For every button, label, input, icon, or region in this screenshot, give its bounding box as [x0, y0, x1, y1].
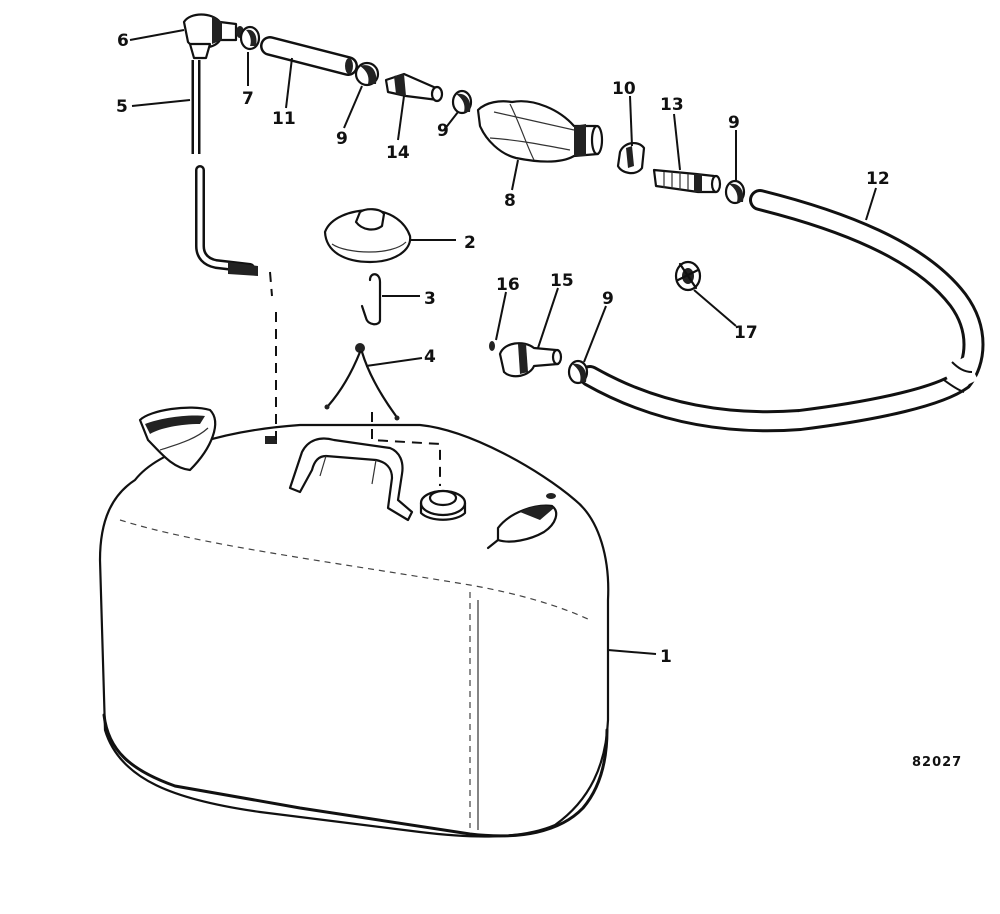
hose-connector [384, 72, 444, 103]
primer-bulb [476, 100, 604, 163]
callout-11: 11 [272, 109, 296, 129]
hose-clamp-9b [451, 89, 473, 115]
callout-6: 6 [117, 31, 129, 51]
filler-cap [323, 208, 412, 264]
callout-9a: 9 [336, 129, 348, 149]
hose-clamp-9c [724, 179, 746, 205]
tank-connector [498, 342, 563, 378]
assembly-guide-lines [269, 271, 441, 486]
callout-1: 1 [660, 647, 672, 667]
hose-fitting [652, 168, 722, 194]
callout-9d: 9 [602, 289, 614, 309]
retaining-hook [360, 273, 382, 326]
callout-4: 4 [424, 347, 436, 367]
o-ring [489, 341, 495, 351]
callout-5: 5 [116, 97, 128, 117]
hose-clamp-7 [239, 25, 261, 51]
callout-17: 17 [734, 323, 758, 343]
callout-7: 7 [242, 89, 254, 109]
leader-lines [129, 29, 877, 655]
hose-clamp-9a [354, 61, 380, 87]
callout-2: 2 [464, 233, 476, 253]
spring-clip [674, 260, 702, 292]
main-fuel-hose [579, 189, 985, 433]
callout-10: 10 [612, 79, 636, 99]
callout-13: 13 [660, 95, 684, 115]
hose-clamp-9d [567, 359, 589, 385]
cap-chain [324, 343, 400, 421]
callout-14: 14 [386, 143, 410, 163]
callout-labels: 6 5 7 11 9 14 9 8 10 13 9 12 2 3 4 16 15… [116, 31, 890, 667]
callout-9b: 9 [437, 121, 449, 141]
callout-8: 8 [504, 191, 516, 211]
callout-15: 15 [550, 271, 574, 291]
figure-number: 82027 [912, 755, 962, 770]
callout-12: 12 [866, 169, 890, 189]
callout-9c: 9 [728, 113, 740, 133]
fuel-pickup-tube [191, 60, 258, 276]
fuel-hose-segment-11 [260, 36, 358, 76]
callout-3: 3 [424, 289, 436, 309]
fuel-tank [98, 406, 610, 838]
callout-16: 16 [496, 275, 520, 295]
elbow-fitting [182, 13, 244, 60]
check-valve [616, 142, 646, 175]
